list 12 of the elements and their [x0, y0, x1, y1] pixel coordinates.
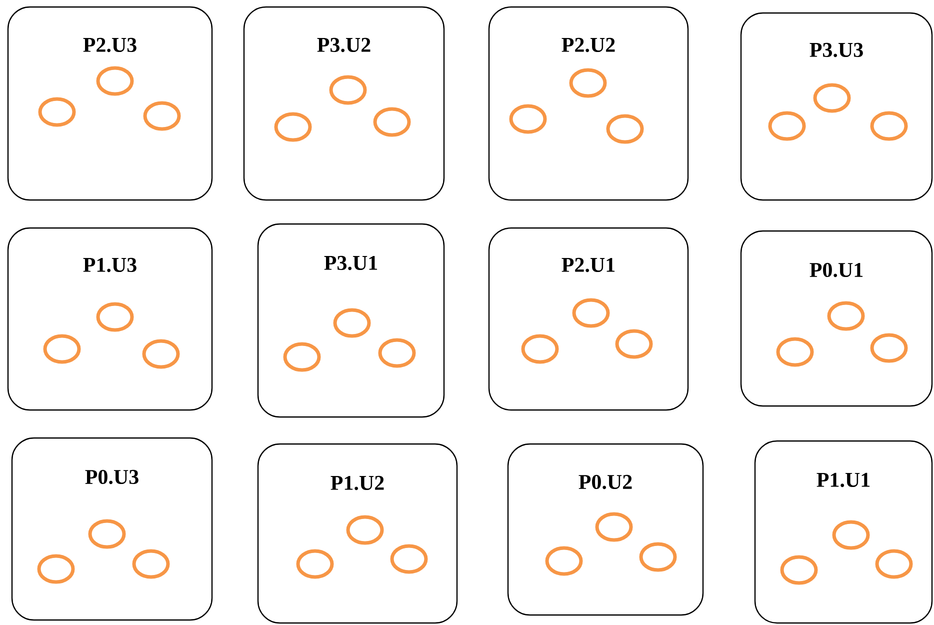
- card-title: P3.U2: [317, 38, 370, 52]
- card-title: P2.U1: [562, 258, 615, 272]
- card-title: P1.U1: [816, 472, 870, 488]
- card-title: P0.U2: [578, 474, 632, 490]
- card-title: P2.U3: [83, 38, 136, 52]
- card-title: P0.U3: [85, 470, 138, 484]
- card-title: P1.U3: [83, 258, 136, 272]
- card-title: P2.U2: [562, 38, 615, 52]
- card-title: P0.U1: [810, 262, 863, 278]
- card-title: P3.U1: [324, 256, 378, 270]
- card-title: P3.U3: [810, 42, 863, 58]
- card-title: P1.U2: [330, 476, 384, 490]
